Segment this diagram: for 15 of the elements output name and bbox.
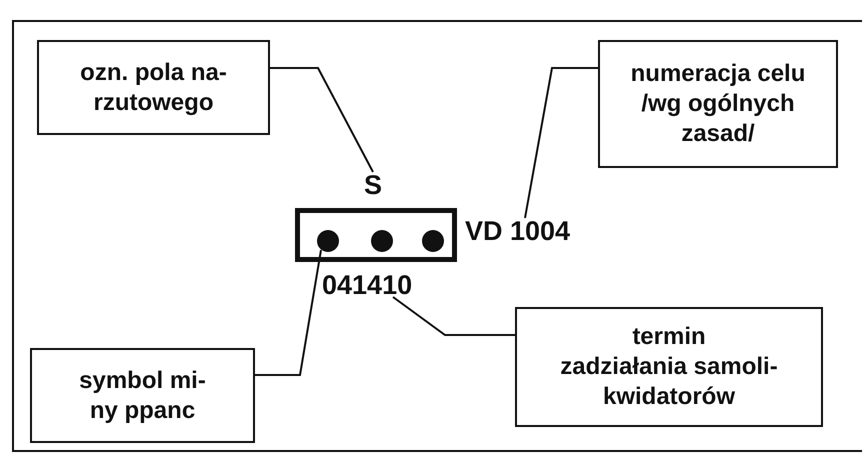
leader-line xyxy=(270,67,374,172)
leader-line xyxy=(255,250,322,376)
label-box: ozn. pola na- rzutowego xyxy=(37,40,270,135)
marking-text: 041410 xyxy=(322,272,412,299)
mine-dot xyxy=(317,230,339,252)
marking-text: S xyxy=(364,172,382,199)
leader-line xyxy=(392,296,515,336)
label-box: numeracja celu /wg ogólnych zasad/ xyxy=(598,40,838,168)
marking-text: VD 1004 xyxy=(465,218,570,245)
leader-line xyxy=(524,67,598,218)
mine-dot xyxy=(371,230,393,252)
label-box: termin zadziałania samoli- kwidatorów xyxy=(515,307,823,427)
label-box: symbol mi- ny ppanc xyxy=(30,348,255,443)
mine-symbol-box xyxy=(295,208,457,262)
mine-dot xyxy=(422,230,444,252)
